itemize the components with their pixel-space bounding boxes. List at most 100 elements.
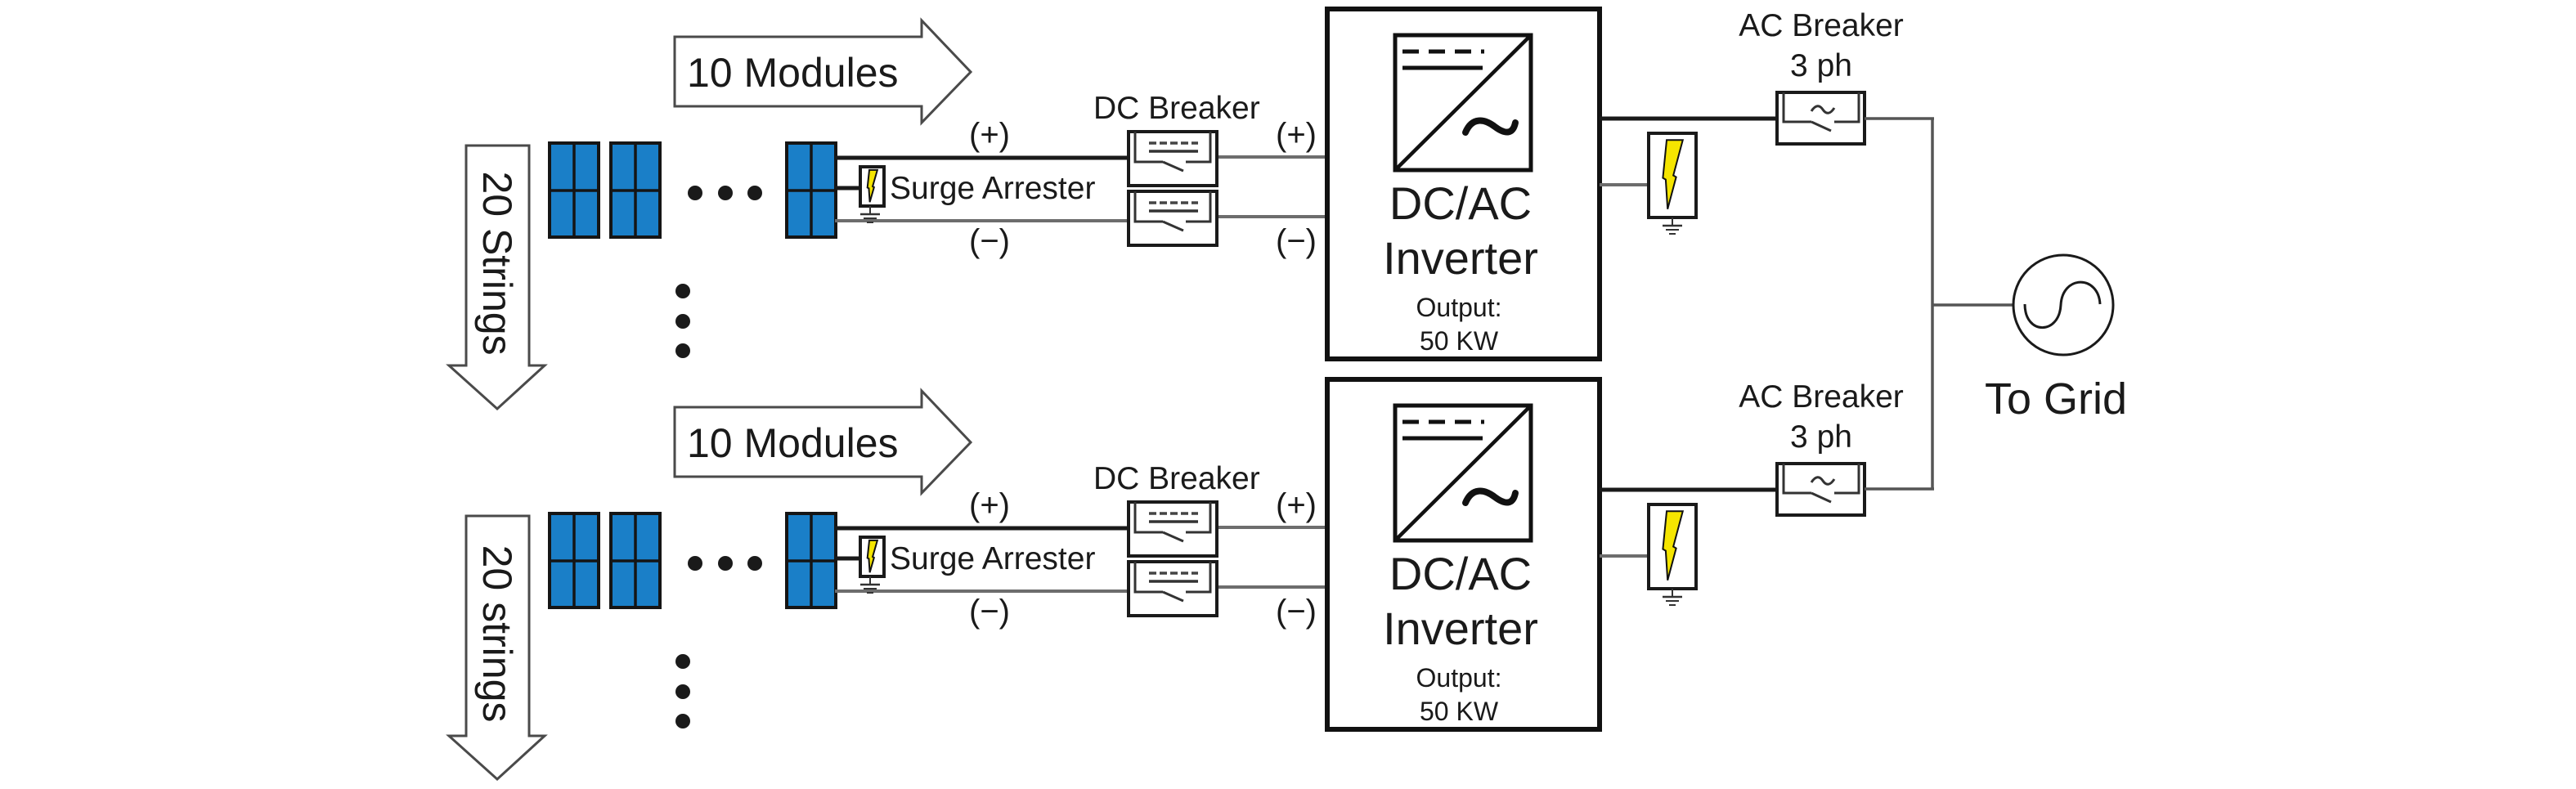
minus-label: (−)	[969, 223, 1010, 259]
breaker-frame	[1782, 92, 1860, 123]
output-value: 50 KW	[1420, 326, 1499, 356]
ac-breaker-icon	[1775, 91, 1866, 146]
ac-breaker-label-line1: AC Breaker	[1739, 8, 1904, 43]
breaker-frame	[1133, 502, 1212, 534]
solar-panel-icon	[548, 512, 600, 609]
solar-panel-icon	[785, 512, 837, 609]
ac-tilde-symbol	[1462, 487, 1519, 506]
ac-breaker-label-line2: 3 ph	[1790, 419, 1852, 455]
dc-breaker-icon	[1127, 130, 1218, 187]
solar-panel-icon	[548, 141, 600, 239]
solar-panel-icon	[785, 141, 837, 239]
dot	[688, 556, 702, 571]
breaker-frame	[1133, 562, 1212, 594]
breaker-contact	[1811, 120, 1832, 132]
surge-arrester-icon	[859, 536, 886, 578]
strings-label: 20 Strings	[474, 171, 520, 355]
breaker-body	[1775, 462, 1866, 517]
breaker-body	[1127, 500, 1218, 558]
minus-label-inverter: (−)	[1276, 594, 1317, 630]
breaker-frame	[1133, 132, 1212, 164]
dc-breaker-label: DC Breaker	[1093, 461, 1260, 496]
dot	[675, 343, 690, 358]
dot	[688, 186, 702, 200]
modules-arrow	[673, 388, 973, 496]
dot	[675, 314, 690, 329]
grid-connection: To Grid	[1931, 118, 2127, 490]
inverter-box	[1325, 377, 1602, 732]
breaker-body	[1775, 91, 1866, 146]
breaker-contact	[1162, 531, 1184, 543]
modules-label: 10 Modules	[687, 420, 899, 466]
breaker-frame	[1782, 464, 1860, 495]
ac-tilde-symbol	[1462, 117, 1519, 136]
symbol-diagonal	[1393, 34, 1533, 172]
surge-arrester-label: Surge Arrester	[890, 541, 1095, 576]
dc-breaker-icon	[1127, 500, 1218, 558]
ground-icon	[860, 576, 880, 594]
inverter-label-line2: Inverter	[1383, 232, 1538, 284]
modules-label: 10 Modules	[687, 50, 899, 96]
ac-breaker-label-line1: AC Breaker	[1739, 379, 1904, 415]
ac-breaker-label-line2: 3 ph	[1790, 48, 1852, 83]
dc-breaker-icon	[1127, 560, 1218, 617]
vertical-ellipsis-icon	[675, 284, 690, 358]
ground-icon	[860, 206, 880, 223]
dot	[747, 556, 762, 571]
plus-label: (+)	[969, 117, 1010, 153]
breaker-body	[1127, 560, 1218, 617]
surge-arrester-label: Surge Arrester	[890, 171, 1095, 206]
surge-arrester-icon	[1647, 503, 1698, 590]
strings-label: 20 strings	[474, 545, 520, 723]
dot	[675, 684, 690, 699]
dc-breaker-label: DC Breaker	[1093, 91, 1260, 126]
breaker-body	[1127, 130, 1218, 187]
inverter-label-line2: Inverter	[1383, 603, 1538, 654]
lightning-bolt-icon	[1662, 510, 1685, 581]
vertical-ellipsis-icon	[675, 654, 690, 728]
plus-label-inverter: (+)	[1276, 487, 1317, 523]
ac-tilde-symbol	[1810, 105, 1836, 114]
solar-panel-icon	[609, 141, 662, 239]
surge-arrester-icon	[1647, 132, 1698, 219]
ac-tilde-symbol	[1810, 476, 1836, 486]
strings-arrow	[446, 144, 548, 411]
ac-breaker-icon	[1775, 462, 1866, 517]
minus-label-inverter: (−)	[1276, 223, 1317, 259]
inverter-label-line1: DC/AC	[1389, 548, 1532, 599]
to-grid-label: To Grid	[1985, 374, 2127, 424]
symbol-diagonal	[1393, 404, 1533, 542]
breaker-body	[1127, 190, 1218, 247]
output-label: Output:	[1416, 663, 1502, 693]
ellipsis-icon	[688, 186, 762, 200]
output-label: Output:	[1416, 293, 1502, 322]
dot	[747, 186, 762, 200]
ground-icon	[1663, 589, 1682, 606]
breaker-contact	[1811, 491, 1832, 504]
dc-ac-symbol-icon	[1393, 403, 1533, 543]
plus-label: (+)	[969, 487, 1010, 523]
dc-breaker-icon	[1127, 190, 1218, 247]
ac-source-icon	[2012, 253, 2115, 356]
lightning-bolt-icon	[866, 539, 879, 573]
dot	[675, 284, 690, 298]
surge-arrester-icon	[859, 165, 886, 208]
breaker-contact	[1162, 590, 1184, 603]
dot	[675, 714, 690, 728]
dc-ac-symbol-icon	[1393, 33, 1533, 173]
minus-label: (−)	[969, 594, 1010, 630]
breaker-contact	[1162, 160, 1184, 173]
output-value: 50 KW	[1420, 697, 1499, 726]
solar-panel-icon	[609, 512, 662, 609]
dot	[675, 654, 690, 669]
strings-arrow	[446, 514, 548, 782]
modules-arrow	[673, 17, 973, 126]
dot	[718, 186, 733, 200]
lightning-bolt-icon	[1662, 139, 1685, 209]
ground-icon	[1663, 217, 1682, 235]
dot	[718, 556, 733, 571]
ellipsis-icon	[688, 556, 762, 571]
